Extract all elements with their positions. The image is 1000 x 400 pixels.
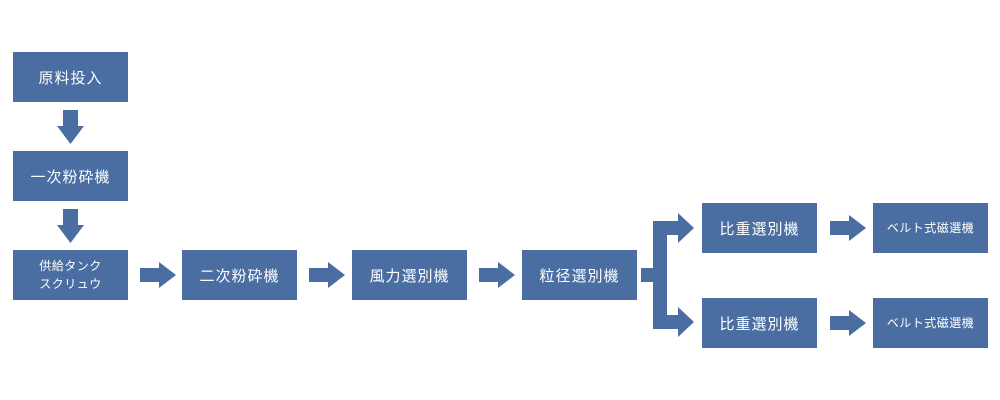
raw-input-label: 原料投入 (38, 68, 103, 87)
arrow-down-1 (57, 110, 84, 144)
arrow-right-2 (309, 262, 345, 288)
arrow-right-1 (140, 262, 176, 288)
air-classifier-label: 風力選別機 (369, 266, 450, 285)
primary-crusher-box: 一次粉砕機 (13, 151, 128, 201)
secondary-crusher-label: 二次粉砕機 (199, 266, 280, 285)
primary-crusher-label: 一次粉砕機 (30, 167, 111, 186)
magnetic-separator-box-1: ベルト式磁選機 (873, 203, 988, 253)
magnetic-separator-box-2: ベルト式磁選機 (873, 298, 988, 348)
particle-classifier-box: 粒径選別機 (522, 250, 637, 300)
magnetic-separator-label-1: ベルト式磁選機 (886, 221, 975, 235)
arrow-down-2 (57, 209, 84, 243)
feed-screw-label: 供給タンク スクリュウ (39, 259, 102, 291)
arrow-branch (641, 213, 694, 337)
gravity-separator-box-1: 比重選別機 (702, 203, 817, 253)
magnetic-separator-label-2: ベルト式磁選機 (886, 316, 975, 330)
particle-classifier-label: 粒径選別機 (539, 266, 620, 285)
air-classifier-box: 風力選別機 (352, 250, 467, 300)
raw-input-box: 原料投入 (13, 52, 128, 102)
gravity-separator-label-1: 比重選別機 (719, 219, 800, 238)
arrow-right-4 (830, 215, 866, 241)
gravity-separator-label-2: 比重選別機 (719, 314, 800, 333)
secondary-crusher-box: 二次粉砕機 (182, 250, 297, 300)
arrow-right-5 (830, 310, 866, 336)
gravity-separator-box-2: 比重選別機 (702, 298, 817, 348)
arrow-right-3 (479, 262, 515, 288)
feed-screw-box: 供給タンク スクリュウ (13, 250, 128, 300)
